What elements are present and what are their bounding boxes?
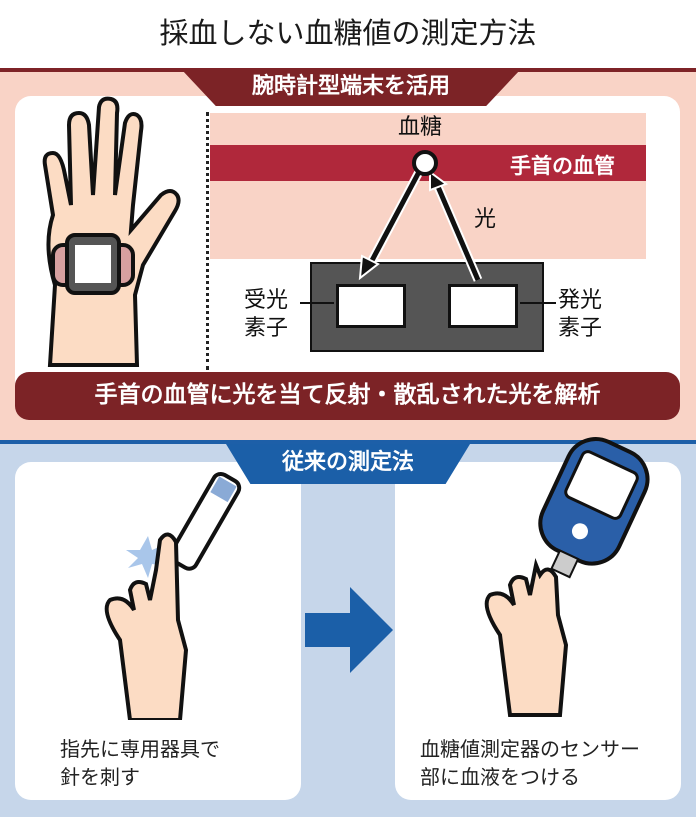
sensor-device — [310, 262, 544, 352]
blood-sugar-label: 血糖 — [398, 115, 443, 140]
emitter-label-1: 発光 — [558, 288, 603, 313]
wearable-tab-title: 腕時計型端末を活用 — [182, 70, 520, 106]
blood-sugar-molecule — [412, 150, 438, 176]
step2-caption-1: 血糖値測定器のセンサー — [420, 737, 640, 761]
divider — [206, 112, 209, 370]
emitter-element — [448, 284, 518, 328]
hand-with-watch-icon — [42, 96, 181, 367]
receiver-element — [336, 284, 406, 328]
lancet-finger-icon — [104, 471, 242, 720]
vessel-label: 手首の血管 — [510, 154, 615, 178]
light-arrows — [300, 150, 556, 304]
receiver-label-1: 受光 — [244, 288, 289, 313]
step1-caption-2: 針を刺す — [60, 765, 140, 789]
light-label: 光 — [474, 207, 497, 232]
page-title: 採血しない血糖値の測定方法 — [159, 16, 537, 50]
emitter-label-2: 素子 — [558, 316, 603, 341]
step2-caption-2: 部に血液をつける — [420, 765, 580, 789]
next-step-arrow-icon — [305, 587, 393, 673]
conventional-tab-title: 従来の測定法 — [226, 444, 470, 484]
summary-banner: 手首の血管に光を当て反射・散乱された光を解析 — [15, 372, 680, 420]
skin-layer — [210, 113, 646, 259]
meter-finger-icon — [484, 437, 650, 717]
receiver-label-2: 素子 — [244, 316, 289, 341]
step1-caption-1: 指先に専用器具で — [60, 737, 220, 761]
